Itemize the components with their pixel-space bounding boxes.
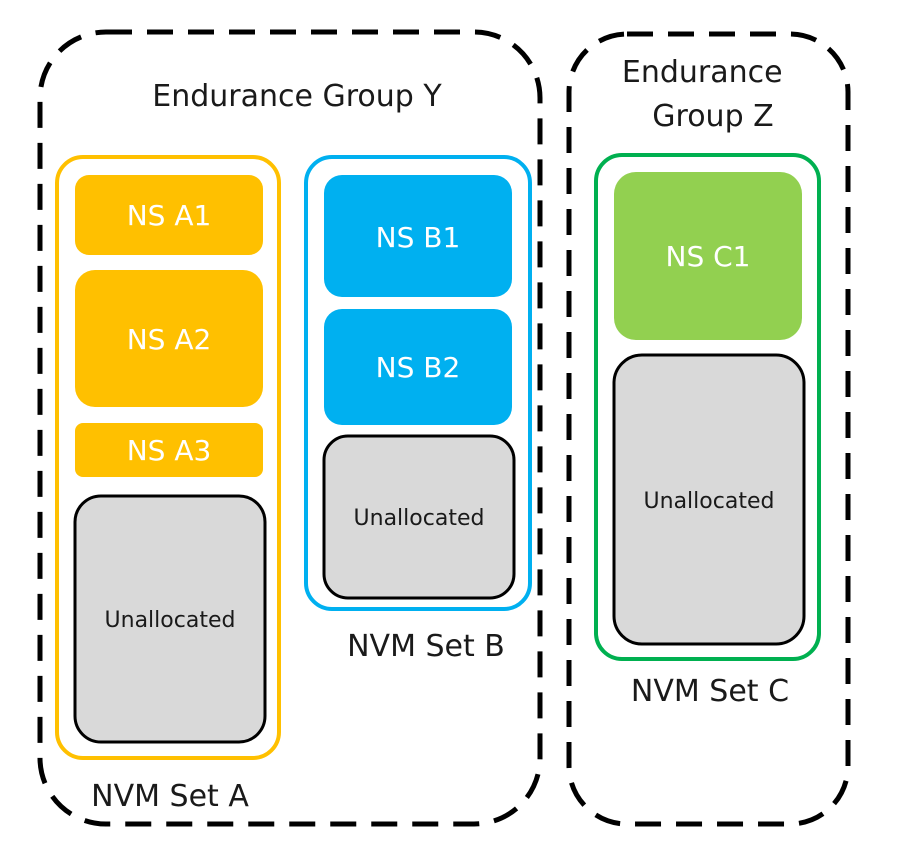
- ns-a3-block: [75, 423, 263, 477]
- nvm-set-b-label: NVM Set B: [347, 629, 505, 664]
- nvm-set-c-label: NVM Set C: [631, 674, 789, 709]
- endurance-group-z-label-line-1: Endurance: [622, 55, 783, 90]
- unallocated-c-label: Unallocated: [644, 489, 775, 514]
- unallocated-b-label: Unallocated: [354, 506, 485, 531]
- nvm-set-a: NS A1 NS A2 NS A3 Unallocated NVM Set A: [55, 155, 281, 814]
- ns-a2-label: NS A2: [127, 323, 212, 356]
- nvm-set-a-label: NVM Set A: [91, 779, 249, 814]
- endurance-group-z-border: [566, 31, 851, 827]
- ns-c1-block: [614, 172, 802, 340]
- ns-a2-block: [75, 270, 263, 407]
- nvm-set-c: NS C1 Unallocated NVM Set C: [594, 153, 821, 709]
- endurance-group-y: Endurance Group Y NS A1 NS A2 NS A3 Unal…: [37, 29, 543, 827]
- nvm-set-c-border: [594, 153, 821, 661]
- nvm-set-b-border: [304, 155, 532, 611]
- nvm-set-a-border: [55, 155, 281, 760]
- ns-a3-label: NS A3: [127, 434, 212, 467]
- ns-b1-block: [324, 175, 512, 297]
- nvm-set-b: NS B1 NS B2 Unallocated NVM Set B: [304, 155, 532, 664]
- endurance-group-y-label: Endurance Group Y: [152, 79, 442, 114]
- endurance-group-y-border: [37, 29, 543, 827]
- ns-a1-block: [75, 175, 263, 255]
- unallocated-c-block: [612, 353, 806, 646]
- ns-a1-label: NS A1: [127, 199, 212, 232]
- ns-b1-label: NS B1: [376, 221, 461, 254]
- ns-b2-block: [324, 309, 512, 425]
- endurance-group-z: Endurance Group Z NS C1 Unallocated NVM …: [566, 31, 851, 827]
- unallocated-a-block: [73, 494, 267, 744]
- unallocated-b-block: [322, 434, 516, 600]
- unallocated-a-label: Unallocated: [105, 608, 236, 633]
- endurance-group-z-label-line-2: Group Z: [652, 99, 773, 134]
- ns-c1-label: NS C1: [666, 240, 751, 273]
- ns-b2-label: NS B2: [376, 351, 461, 384]
- endurance-group-z-label: Endurance Group Z: [622, 55, 792, 134]
